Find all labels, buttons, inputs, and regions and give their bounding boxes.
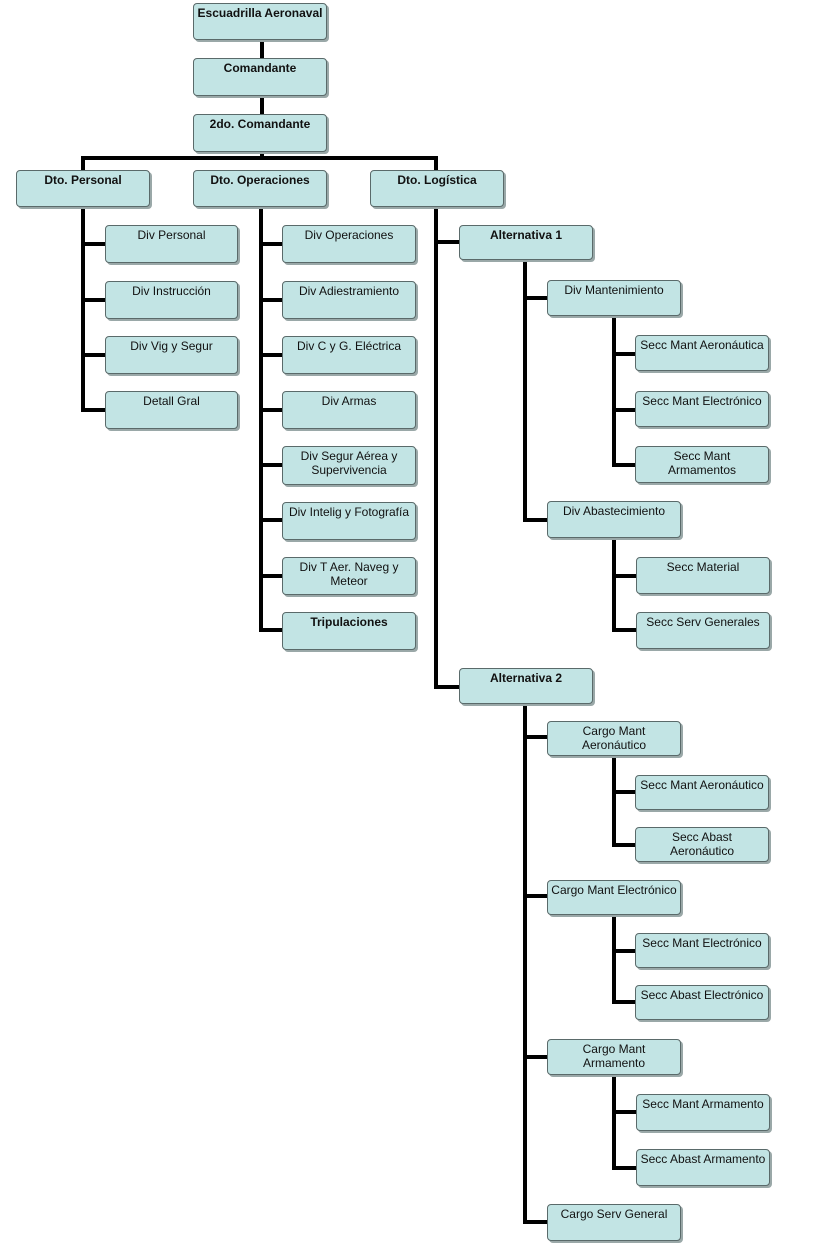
node-div-intelig-fotografia: Div Intelig y Fotografía [282, 502, 416, 540]
connector-line [612, 914, 616, 1004]
connector-line [259, 463, 283, 467]
connector-line [81, 242, 106, 246]
connector-line [259, 574, 283, 578]
connector-line [434, 206, 438, 689]
connector-line [259, 518, 283, 522]
node-div-t-aer-naveg: Div T Aer. Naveg y Meteor [282, 557, 416, 595]
connector-line [612, 463, 636, 467]
node-secc-abast-aeronautico: Secc Abast Aeronáutico [635, 827, 769, 862]
connector-line [612, 1110, 637, 1114]
node-div-armas: Div Armas [282, 391, 416, 429]
node-comandante: Comandante [193, 58, 327, 96]
node-secc-abast-armamento: Secc Abast Armamento [636, 1149, 770, 1186]
connector-line [260, 39, 264, 58]
connector-line [81, 156, 85, 170]
connector-line [259, 242, 283, 246]
node-secc-mant-aeronautico: Secc Mant Aeronáutico [635, 775, 769, 810]
node-cargo-serv-general: Cargo Serv General [547, 1204, 681, 1241]
node-div-cyg-electrica: Div C y G. Eléctrica [282, 336, 416, 374]
connector-line [612, 314, 616, 467]
node-alternativa-2: Alternativa 2 [459, 668, 593, 704]
connector-line [259, 298, 283, 302]
node-div-instruccion: Div Instrucción [105, 281, 238, 319]
node-secc-mant-armamentos: Secc Mant Armamentos [635, 446, 769, 483]
node-secc-mant-aeronautica: Secc Mant Aeronáutica [635, 335, 769, 371]
connector-line [612, 537, 616, 632]
node-secc-abast-electronico: Secc Abast Electrónico [635, 985, 769, 1020]
connector-line [523, 894, 548, 898]
node-secc-mant-electronico-1: Secc Mant Electrónico [635, 391, 769, 427]
connector-line [612, 755, 616, 847]
node-alternativa-1: Alternativa 1 [459, 225, 593, 260]
connector-line [259, 206, 263, 632]
connector-line [434, 685, 460, 689]
connector-line [81, 298, 106, 302]
connector-line [612, 352, 636, 356]
connector-line [612, 843, 636, 847]
connector-line [81, 353, 106, 357]
connector-line [259, 628, 283, 632]
connector-line [434, 240, 460, 244]
node-cargo-mant-aeronautico: Cargo Mant Aeronáutico [547, 721, 681, 756]
node-div-segur-aerea: Div Segur Aérea y Supervivencia [282, 446, 416, 485]
connector-line [523, 1220, 548, 1224]
node-cargo-mant-electronico: Cargo Mant Electrónico [547, 880, 681, 915]
node-tripulaciones: Tripulaciones [282, 612, 416, 650]
connector-line [612, 949, 636, 953]
connector-line [260, 95, 264, 114]
connector-line [259, 408, 283, 412]
connector-line [612, 1074, 616, 1170]
node-dto-personal: Dto. Personal [16, 170, 150, 207]
node-secc-mant-armamento: Secc Mant Armamento [636, 1094, 770, 1131]
connector-line [523, 1055, 548, 1059]
node-secc-mant-electronico-2: Secc Mant Electrónico [635, 933, 769, 968]
connector-line [523, 703, 527, 1224]
connector-line [523, 296, 548, 300]
node-2do-comandante: 2do. Comandante [193, 114, 327, 152]
node-div-personal: Div Personal [105, 225, 238, 263]
connector-line [612, 628, 637, 632]
connector-line [523, 735, 548, 739]
node-detall-gral: Detall Gral [105, 391, 238, 429]
connector-line [81, 206, 85, 412]
node-secc-serv-generales: Secc Serv Generales [636, 612, 770, 649]
node-escuadrilla-aeronaval: Escuadrilla Aeronaval [193, 3, 327, 40]
connector-line [260, 151, 264, 159]
connector-line [259, 353, 283, 357]
connector-line [612, 1166, 637, 1170]
node-dto-operaciones: Dto. Operaciones [193, 170, 327, 207]
connector-line [612, 1000, 636, 1004]
connector-line [81, 408, 106, 412]
connector-line [81, 156, 438, 160]
connector-line [612, 408, 636, 412]
connector-line [434, 156, 438, 170]
node-div-abastecimiento: Div Abastecimiento [547, 501, 681, 538]
node-div-operaciones: Div Operaciones [282, 225, 416, 263]
node-secc-material: Secc Material [636, 557, 770, 594]
node-dto-logistica: Dto. Logística [370, 170, 504, 207]
connector-line [523, 259, 527, 522]
node-div-adiestramiento: Div Adiestramiento [282, 281, 416, 319]
connector-line [612, 574, 637, 578]
node-div-vig-segur: Div Vig y Segur [105, 336, 238, 374]
node-cargo-mant-armamento: Cargo Mant Armamento [547, 1039, 681, 1075]
connector-line [523, 518, 548, 522]
connector-line [612, 790, 636, 794]
node-div-mantenimiento: Div Mantenimiento [547, 280, 681, 316]
